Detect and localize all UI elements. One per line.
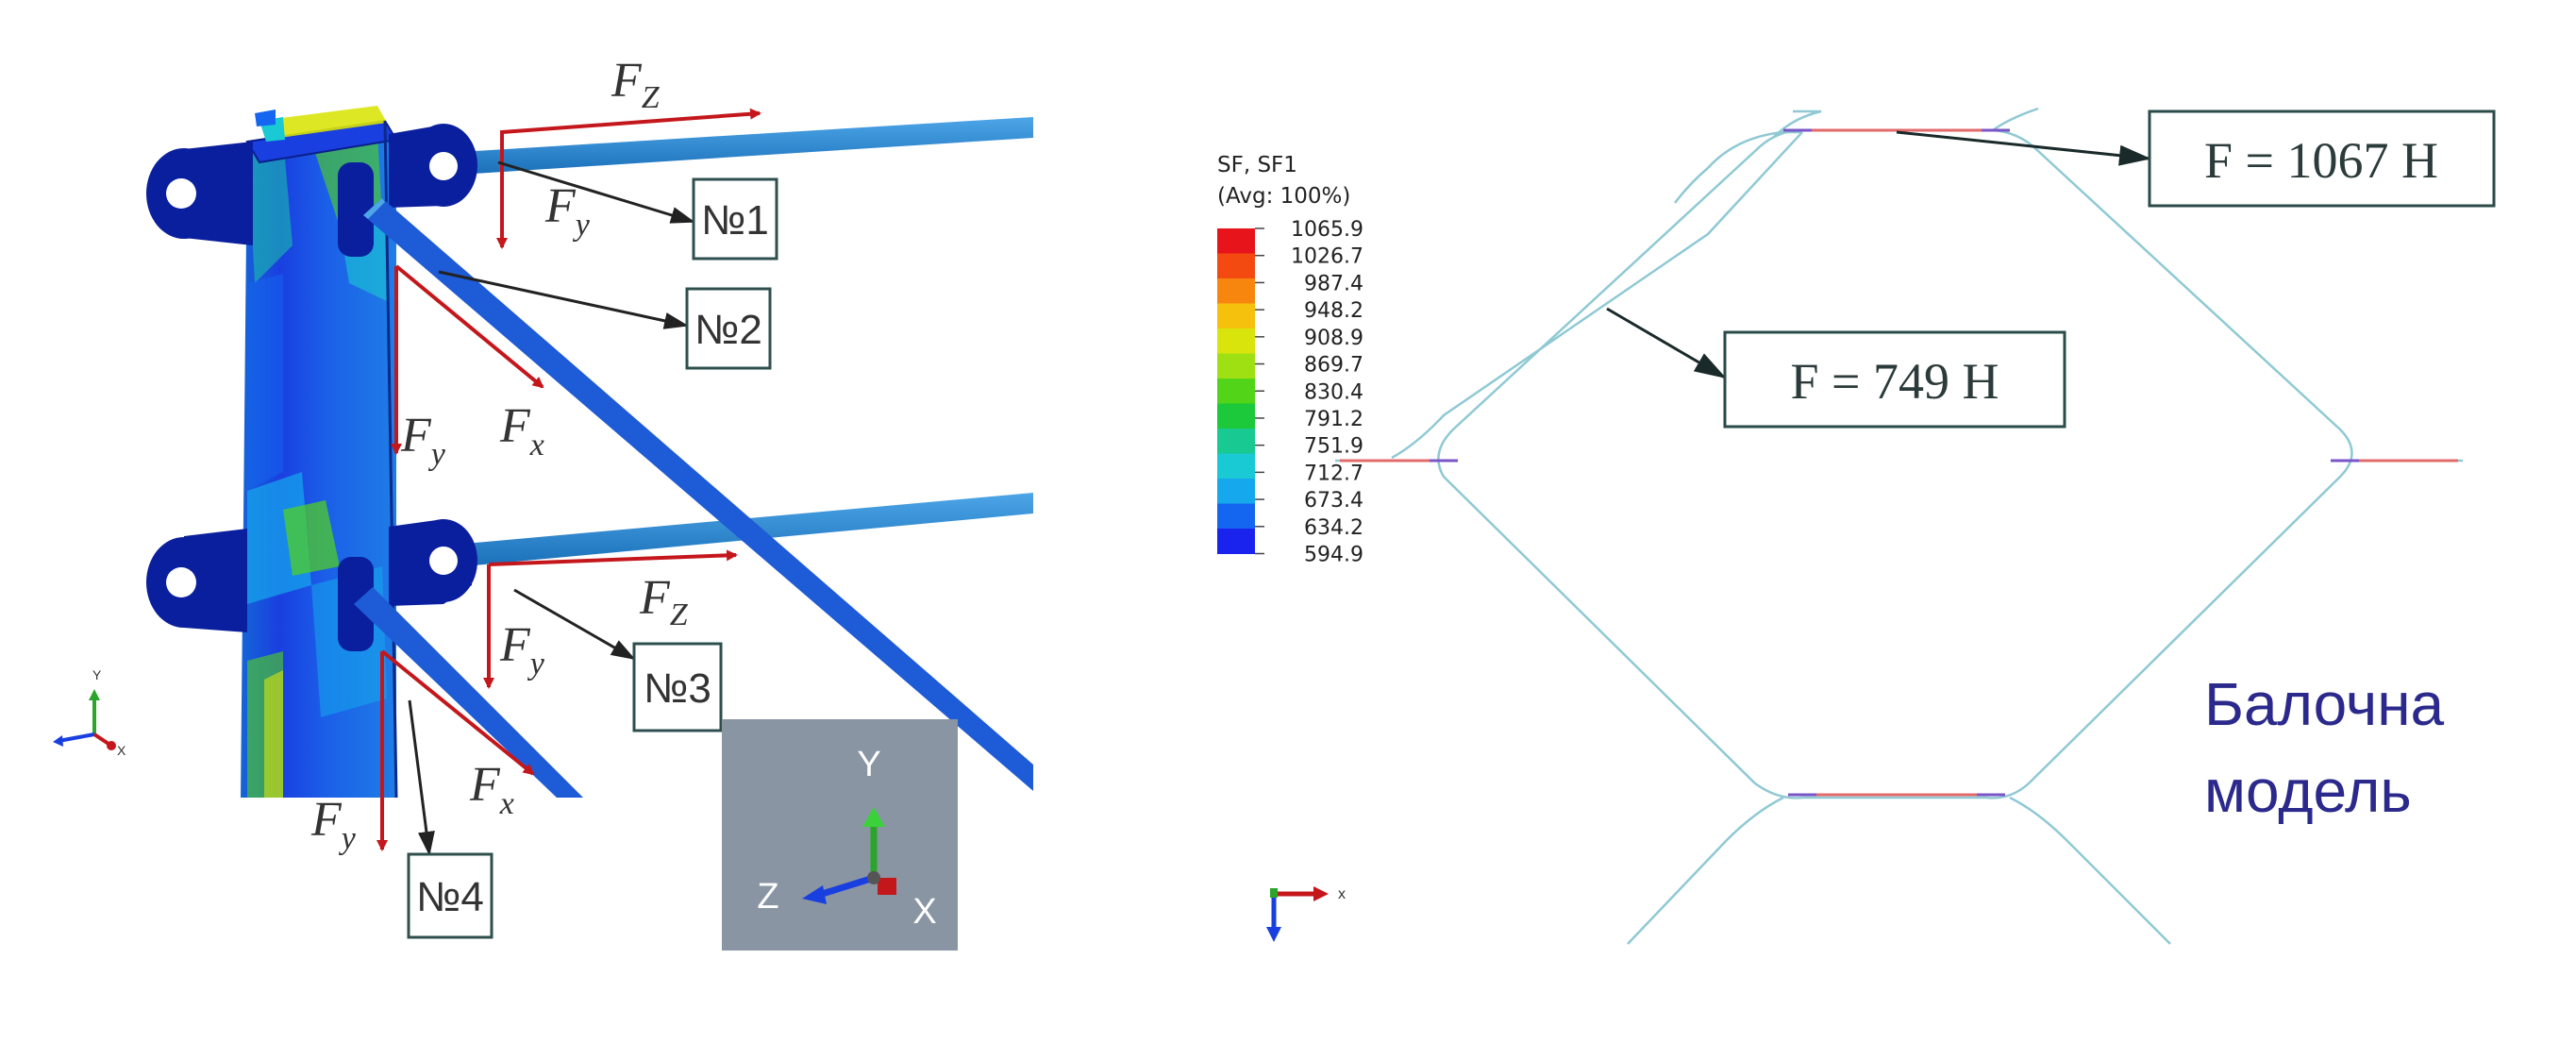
upper-lug-right bbox=[389, 124, 477, 208]
force-label-fz-top: FZ bbox=[611, 54, 661, 115]
result-mid-annotation: F = 749 H bbox=[1606, 307, 2066, 429]
svg-text:Y: Y bbox=[857, 745, 880, 784]
legend-tick-label: 594.9 bbox=[1304, 544, 1363, 567]
svg-text:x: x bbox=[1338, 886, 1346, 902]
caption-line-2: модель bbox=[2204, 757, 2412, 825]
fem-model-panel: FZ Fy Fy Fx FZ Fy Fx Fy bbox=[0, 0, 1227, 1055]
svg-text:F = 1067 H: F = 1067 H bbox=[2204, 132, 2438, 189]
legend-swatch bbox=[1217, 278, 1255, 304]
svg-text:FZ: FZ bbox=[639, 571, 689, 632]
svg-text:X: X bbox=[912, 892, 936, 932]
upper-lug-left bbox=[146, 142, 253, 245]
beam-node-accents bbox=[1430, 128, 2359, 797]
svg-text:Fy: Fy bbox=[499, 618, 545, 681]
lower-lug-right bbox=[389, 519, 477, 606]
tag-3: №3 bbox=[632, 642, 723, 732]
legend-tick-label: 948.2 bbox=[1304, 299, 1363, 323]
beam-model-caption: Балочна модель bbox=[2204, 661, 2516, 834]
svg-text:№1: №1 bbox=[701, 197, 769, 244]
legend-tick-label: 634.2 bbox=[1304, 516, 1363, 540]
legend-swatch bbox=[1217, 529, 1255, 554]
force-label-fx-mid: Fx bbox=[499, 399, 544, 463]
legend-tick-label: 1065.9 bbox=[1291, 218, 1363, 242]
right-axis-triad: x bbox=[1266, 886, 1346, 942]
legend-swatch bbox=[1217, 429, 1255, 454]
beam-high-stress-segments bbox=[1340, 128, 2458, 797]
svg-text:№2: №2 bbox=[694, 307, 762, 353]
tag-1: №1 bbox=[692, 177, 778, 261]
small-axis-triad: Y X bbox=[53, 667, 126, 758]
legend-swatch bbox=[1217, 303, 1255, 329]
legend-tick-label: 987.4 bbox=[1304, 272, 1363, 295]
fem-model-illustration: FZ Fy Fy Fx FZ Fy Fx Fy bbox=[53, 54, 1033, 951]
upper-tie-rod bbox=[443, 117, 1033, 176]
svg-text:FZ: FZ bbox=[611, 54, 661, 115]
legend-tick-label: 908.9 bbox=[1304, 327, 1363, 350]
legend-swatch bbox=[1217, 379, 1255, 404]
legend-tick-label: 1026.7 bbox=[1291, 245, 1363, 269]
svg-text:F = 749 H: F = 749 H bbox=[1791, 353, 1999, 410]
diagonal-brace-short bbox=[354, 587, 583, 798]
svg-text:Fx: Fx bbox=[499, 399, 544, 463]
legend-tick-label: 791.2 bbox=[1304, 408, 1363, 431]
force-label-fz-low: FZ bbox=[639, 571, 689, 632]
legend-swatch bbox=[1217, 353, 1255, 379]
beam-model-illustration: SF, SF1 (Avg: 100%) 1065.9 1026.7 987.4 948… bbox=[1217, 107, 2496, 945]
svg-text:SF, SF1: SF, SF1 bbox=[1217, 153, 1297, 177]
force-label-fx-low: Fx bbox=[469, 758, 514, 821]
result-top-annotation: F = 1067 H bbox=[1896, 109, 2496, 208]
force-label-fy-mid: Fy bbox=[400, 409, 446, 472]
beam-model-panel: SF, SF1 (Avg: 100%) 1065.9 1026.7 987.4 948… bbox=[1198, 0, 2576, 1055]
legend-swatch bbox=[1217, 328, 1255, 354]
tag-4: №4 bbox=[407, 852, 493, 939]
svg-text:Z: Z bbox=[757, 877, 778, 917]
legend-swatch bbox=[1217, 403, 1255, 429]
legend-swatches bbox=[1217, 228, 1255, 554]
force-label-fy-low: Fy bbox=[499, 618, 545, 681]
stress-legend: SF, SF1 (Avg: 100%) 1065.9 1026.7 987.4 948… bbox=[1217, 153, 1363, 567]
axis-triad-box: Y Z X bbox=[722, 719, 958, 951]
svg-text:№3: №3 bbox=[644, 665, 711, 712]
legend-swatch bbox=[1217, 453, 1255, 480]
legend-swatch bbox=[1217, 228, 1255, 254]
legend-swatch bbox=[1217, 253, 1255, 279]
legend-swatch bbox=[1217, 479, 1255, 504]
force-arrows bbox=[376, 108, 761, 851]
upper-side-plate bbox=[338, 162, 374, 257]
legend-tick-label: 673.4 bbox=[1304, 489, 1363, 513]
legend-tick-label: 830.4 bbox=[1304, 380, 1363, 404]
tag-2: №2 bbox=[685, 287, 772, 370]
svg-text:Fy: Fy bbox=[310, 793, 357, 856]
legend-swatch bbox=[1217, 503, 1255, 530]
legend-tick-label: 712.7 bbox=[1304, 462, 1363, 485]
svg-text:Fx: Fx bbox=[469, 758, 514, 821]
svg-text:Y: Y bbox=[92, 667, 102, 682]
svg-text:№4: №4 bbox=[416, 874, 484, 920]
lower-lug-left bbox=[146, 529, 247, 632]
svg-text:X: X bbox=[117, 743, 126, 758]
svg-text:Fy: Fy bbox=[544, 179, 591, 243]
force-label-fy-bottom: Fy bbox=[310, 793, 357, 856]
legend-tick-label: 751.9 bbox=[1304, 435, 1363, 459]
force-label-fy-top: Fy bbox=[544, 179, 591, 243]
diagonal-brace-long bbox=[363, 198, 1033, 791]
svg-text:(Avg: 100%): (Avg: 100%) bbox=[1217, 184, 1350, 209]
svg-text:Fy: Fy bbox=[400, 409, 446, 472]
legend-tick-label: 869.7 bbox=[1304, 354, 1363, 378]
caption-line-1: Балочна bbox=[2204, 670, 2445, 738]
tag-leader-lines bbox=[408, 160, 695, 856]
